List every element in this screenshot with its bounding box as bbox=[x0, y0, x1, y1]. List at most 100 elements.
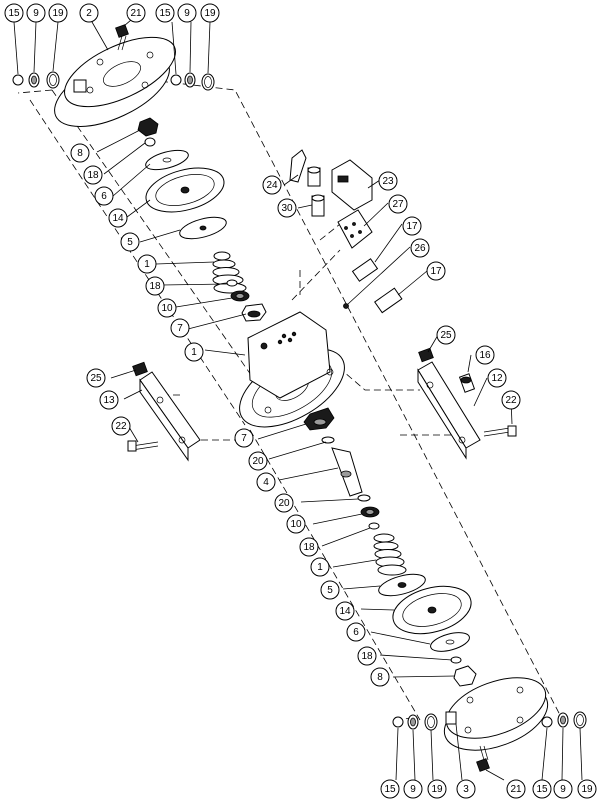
callout-number: 10 bbox=[161, 303, 173, 314]
top-left-seal-group bbox=[12, 71, 60, 89]
callout-circle bbox=[335, 601, 355, 621]
callout-12: 12 bbox=[487, 368, 507, 388]
callout-number: 19 bbox=[204, 8, 216, 19]
callout-19-tr: 19 bbox=[200, 3, 220, 23]
callout-25-r: 25 bbox=[436, 325, 456, 345]
callout-14-b: 14 bbox=[335, 601, 355, 621]
callout-circle bbox=[310, 557, 330, 577]
callout-18-t: 18 bbox=[83, 165, 103, 185]
callout-number: 1 bbox=[144, 259, 150, 270]
callout-circle bbox=[274, 493, 294, 513]
callout-number: 22 bbox=[115, 421, 127, 432]
callout-number: 1 bbox=[191, 347, 197, 358]
callout-5-t: 5 bbox=[120, 232, 140, 252]
callout-number: 5 bbox=[327, 585, 333, 596]
callout-number: 4 bbox=[263, 477, 269, 488]
callout-2: 2 bbox=[79, 3, 99, 23]
callout-5-b: 5 bbox=[320, 580, 340, 600]
callout-7-b: 7 bbox=[234, 428, 254, 448]
callout-number: 24 bbox=[266, 180, 278, 191]
callout-number: 19 bbox=[581, 784, 593, 795]
callout-number: 9 bbox=[33, 8, 39, 19]
callout-6-t: 6 bbox=[94, 186, 114, 206]
callout-number: 8 bbox=[77, 148, 83, 159]
callout-4: 4 bbox=[256, 472, 276, 492]
callout-circle bbox=[177, 3, 197, 23]
callout-number: 30 bbox=[281, 203, 293, 214]
callout-circle bbox=[346, 622, 366, 642]
callout-14-t: 14 bbox=[108, 208, 128, 228]
callout-19-bl: 19 bbox=[427, 779, 447, 799]
callout-number: 13 bbox=[103, 395, 115, 406]
callout-18-t2: 18 bbox=[145, 276, 165, 296]
callout-circle bbox=[99, 390, 119, 410]
callout-circle bbox=[378, 171, 398, 191]
callout-circle bbox=[4, 3, 24, 23]
callout-circle bbox=[388, 194, 408, 214]
callout-number: 15 bbox=[159, 8, 171, 19]
callout-20-a: 20 bbox=[248, 451, 268, 471]
callout-19-tl: 19 bbox=[48, 3, 68, 23]
callout-number: 26 bbox=[414, 243, 426, 254]
callout-circle bbox=[456, 779, 476, 799]
callout-9-br: 9 bbox=[553, 779, 573, 799]
left-manifold-block bbox=[127, 361, 201, 462]
callout-circle bbox=[320, 580, 340, 600]
callout-circle bbox=[157, 298, 177, 318]
bottom-cover-part bbox=[443, 677, 549, 772]
callout-circle bbox=[126, 3, 146, 23]
callout-number: 27 bbox=[392, 199, 404, 210]
callout-circle bbox=[94, 186, 114, 206]
callout-circle bbox=[357, 646, 377, 666]
callout-circle bbox=[170, 318, 190, 338]
callout-10-t: 10 bbox=[157, 298, 177, 318]
callout-number: 12 bbox=[491, 373, 503, 384]
callout-27: 27 bbox=[388, 194, 408, 214]
callout-circle bbox=[380, 779, 400, 799]
callout-24: 24 bbox=[262, 175, 282, 195]
callout-1-spring-t: 1 bbox=[137, 254, 157, 274]
callout-circle bbox=[184, 342, 204, 362]
callout-number: 18 bbox=[303, 542, 315, 553]
pilot-valve-parts bbox=[289, 149, 403, 314]
callout-9-tl: 9 bbox=[26, 3, 46, 23]
callout-circle bbox=[48, 3, 68, 23]
callout-number: 19 bbox=[52, 8, 64, 19]
callout-number: 21 bbox=[130, 8, 142, 19]
callout-number: 9 bbox=[410, 784, 416, 795]
callout-number: 25 bbox=[90, 373, 102, 384]
callout-number: 10 bbox=[290, 519, 302, 530]
callout-circle bbox=[83, 165, 103, 185]
callout-3: 3 bbox=[456, 779, 476, 799]
callout-number: 20 bbox=[252, 456, 264, 467]
callout-circle bbox=[262, 175, 282, 195]
callout-number: 20 bbox=[278, 498, 290, 509]
callout-17-a: 17 bbox=[402, 216, 422, 236]
callout-1-spring-b: 1 bbox=[310, 557, 330, 577]
callout-9-bl: 9 bbox=[403, 779, 423, 799]
callout-number: 17 bbox=[430, 266, 442, 277]
callout-22-r: 22 bbox=[501, 390, 521, 410]
callout-15-tr: 15 bbox=[155, 3, 175, 23]
callout-number: 15 bbox=[8, 8, 20, 19]
callout-circle bbox=[403, 779, 423, 799]
callout-21-b: 21 bbox=[506, 779, 526, 799]
callout-15-bl: 15 bbox=[380, 779, 400, 799]
bottom-right-seal-group bbox=[541, 711, 587, 729]
callout-number: 6 bbox=[353, 627, 359, 638]
callout-20-b: 20 bbox=[274, 493, 294, 513]
callout-number: 25 bbox=[440, 330, 452, 341]
lower-diaphragm-stack bbox=[378, 573, 477, 687]
callout-circle bbox=[487, 368, 507, 388]
callout-number: 22 bbox=[505, 395, 517, 406]
callout-circle bbox=[234, 428, 254, 448]
callout-19-br: 19 bbox=[577, 779, 597, 799]
callout-22-l: 22 bbox=[111, 416, 131, 436]
callout-number: 18 bbox=[149, 281, 161, 292]
callout-8-b: 8 bbox=[370, 667, 390, 687]
callout-circle bbox=[137, 254, 157, 274]
callout-circle bbox=[506, 779, 526, 799]
callout-circle bbox=[155, 3, 175, 23]
callout-circle bbox=[86, 368, 106, 388]
